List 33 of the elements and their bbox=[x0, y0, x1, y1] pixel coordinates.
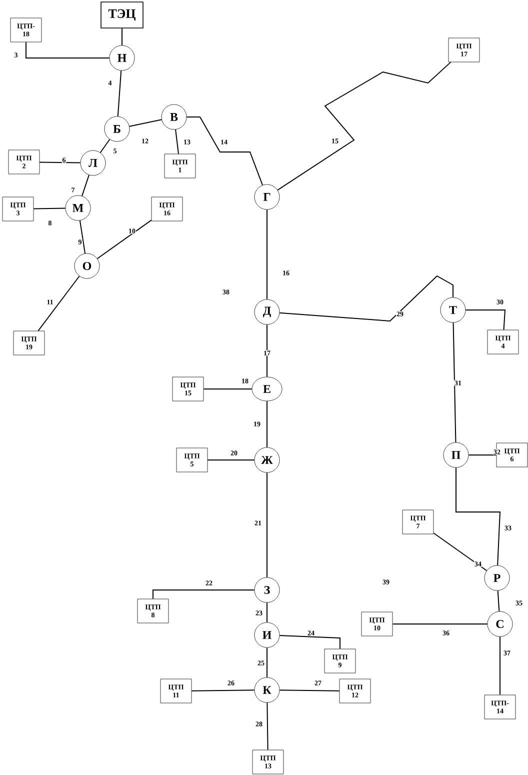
pipe-line bbox=[266, 602, 268, 623]
pipe-line bbox=[39, 162, 81, 164]
pipe-line bbox=[82, 174, 90, 196]
pipe-line bbox=[465, 310, 506, 330]
pipe-line bbox=[79, 220, 86, 254]
pipe-line bbox=[468, 454, 497, 456]
pipe-line bbox=[433, 532, 488, 572]
pipe-line bbox=[266, 702, 268, 750]
pipe-line bbox=[38, 276, 80, 332]
pipe-line bbox=[279, 275, 454, 322]
pipe-line bbox=[175, 129, 179, 154]
pipe-line bbox=[203, 388, 252, 390]
pipe-line bbox=[96, 220, 152, 260]
pipe-line bbox=[497, 590, 500, 612]
pipe-line bbox=[191, 690, 255, 692]
pipe-line bbox=[26, 42, 110, 58]
pipe-line bbox=[128, 119, 162, 127]
pipe-line bbox=[266, 647, 268, 678]
pipe-line bbox=[266, 324, 268, 378]
pipe-line bbox=[277, 62, 452, 191]
pipe-line bbox=[152, 590, 255, 600]
pipe-line bbox=[100, 138, 110, 154]
pipe-line bbox=[452, 322, 456, 443]
pipe-line bbox=[279, 635, 340, 650]
pipe-line bbox=[279, 690, 340, 692]
pipe-line bbox=[266, 209, 268, 300]
pipe-line bbox=[266, 472, 268, 578]
pipe-line bbox=[456, 467, 501, 566]
pipe-line bbox=[266, 400, 268, 448]
pipe-line bbox=[186, 116, 264, 186]
pipe-line bbox=[33, 208, 66, 210]
plant-box: ТЭЦ bbox=[100, 2, 144, 28]
pipe-line bbox=[117, 70, 122, 117]
